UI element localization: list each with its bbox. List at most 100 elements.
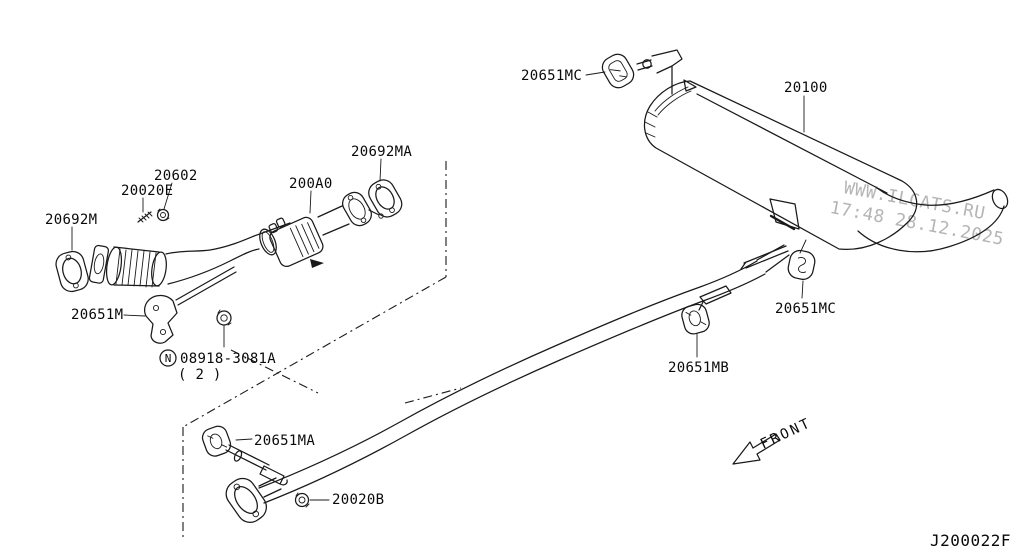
grommet-slit [685, 311, 707, 326]
pipe-ring-clamp-inner [261, 231, 275, 253]
bracket-hole [152, 304, 160, 312]
band-clamp-bolt [275, 217, 286, 228]
part-label-20020e[interactable]: 20020E [121, 183, 173, 199]
leader-20651ma [235, 438, 253, 441]
gasket-20692m [55, 250, 89, 293]
part-label-20602[interactable]: 20602 [154, 168, 198, 184]
nut-08918 [216, 309, 232, 326]
mount-grommet-rear [787, 249, 816, 280]
grommet-slit [207, 435, 228, 448]
dash-line-diagonal [182, 276, 447, 428]
nut-facet [157, 208, 170, 221]
nut-hole [160, 212, 166, 218]
grommet-inner [209, 433, 223, 450]
nut-hole [298, 496, 306, 504]
stud-20020e [137, 211, 153, 223]
part-label-20692m[interactable]: 20692M [45, 212, 97, 228]
dash-line-bracket [230, 349, 319, 394]
muffler-rear-hanger-rod [740, 245, 789, 270]
grommet-slit [609, 69, 627, 78]
muffler-cap-seam-2 [657, 90, 692, 116]
center-pipe-hanger-bracket [698, 285, 732, 311]
muffler-assembly [636, 49, 918, 273]
stud-threads [138, 211, 153, 223]
leader-20651mc-rear [801, 280, 804, 299]
tailpipe-lower-curve [857, 205, 1005, 253]
rod-hook-bracket [259, 465, 288, 486]
part-label-08918-3081a[interactable]: 08918-3081A [180, 351, 276, 367]
center-pipe [225, 260, 766, 523]
part-label-20651m[interactable]: 20651M [71, 307, 123, 323]
flange-bolt-hole [233, 483, 241, 491]
front-pipe-upper [165, 222, 291, 255]
flange-bolt-hole [360, 217, 367, 224]
front-label: FRONT [758, 415, 814, 453]
gasket-20692ma [368, 179, 403, 218]
mount-grommet-top-rear [601, 53, 635, 89]
part-label-20020b[interactable]: 20020B [332, 492, 384, 508]
front-direction: FRONT [732, 415, 814, 465]
leader-200a0 [309, 190, 312, 214]
bracket-plate [144, 294, 178, 344]
front-arrow-icon [732, 433, 781, 465]
muffler-inlet-stub [756, 244, 790, 273]
tailpipe [857, 187, 1009, 253]
nut-20602 [156, 208, 170, 222]
flange-outer [342, 191, 372, 227]
grommet-outer [787, 249, 816, 280]
part-label-20100[interactable]: 20100 [784, 80, 828, 96]
assembly-reference-lines [182, 161, 462, 539]
muffler-cap-hatch-3 [645, 132, 656, 138]
heat-shield-band [268, 216, 324, 268]
grommet-detail [797, 257, 807, 273]
nut-hole [220, 314, 228, 322]
front-pipe-outlet-flange [342, 191, 372, 227]
front-pipe-lower [167, 248, 260, 285]
nut-outer [156, 208, 170, 222]
part-label-20651mc-top[interactable]: 20651MC [521, 68, 582, 84]
muffler-body-outline [643, 80, 918, 250]
tailpipe-upper-curve [876, 187, 995, 206]
gasket-bolt-hole [375, 183, 382, 190]
muffler-vent-triangle [683, 79, 697, 92]
cat-top-edge [113, 246, 160, 253]
part-label-20651mb[interactable]: 20651MB [668, 360, 729, 376]
hanger-rod-ball [642, 59, 652, 69]
part-label-20651ma[interactable]: 20651MA [254, 433, 315, 449]
mount-front-assembly [201, 425, 288, 486]
gasket-outer [55, 250, 89, 293]
muffler-cap-hatch-2 [644, 121, 656, 128]
tailpipe-tip [991, 188, 1009, 210]
nut-outer [294, 492, 310, 508]
grommet-inner [688, 310, 701, 327]
leader-20651mc-top [585, 71, 606, 76]
cat-left-end [105, 246, 123, 286]
front-exhaust-section [55, 179, 403, 344]
grommet-outer [201, 425, 232, 457]
stud-shaft [137, 211, 152, 223]
circled-n-icon [159, 349, 177, 367]
band-clamp-bolt [268, 223, 279, 234]
flange-stub [258, 477, 282, 498]
dash-line-pipe [404, 387, 462, 404]
part-label-20692ma[interactable]: 20692MA [351, 144, 412, 160]
grommet-outer [601, 53, 635, 89]
part-labels: 20651MC 20100 20692MA 20602 20020E 200A0… [45, 68, 836, 508]
bracket-20651m [144, 266, 237, 344]
grommet-outer [681, 303, 710, 335]
leader-20692ma [379, 158, 382, 182]
flange-bolt-hole [347, 194, 354, 201]
nut-20020b [294, 492, 310, 508]
leader-20651m [123, 314, 146, 317]
band-ribs [289, 222, 320, 257]
muffler-cap-hatch-1 [647, 111, 658, 118]
flange-bolt-hole [252, 510, 260, 518]
grommet-inner [608, 60, 628, 82]
muffler-rear-bracket-weld [769, 214, 796, 231]
part-label-200a0[interactable]: 200A0 [289, 176, 333, 192]
band-outline [269, 216, 324, 268]
bracket-rod [175, 266, 237, 306]
part-label-20651mc-rear[interactable]: 20651MC [775, 301, 836, 317]
